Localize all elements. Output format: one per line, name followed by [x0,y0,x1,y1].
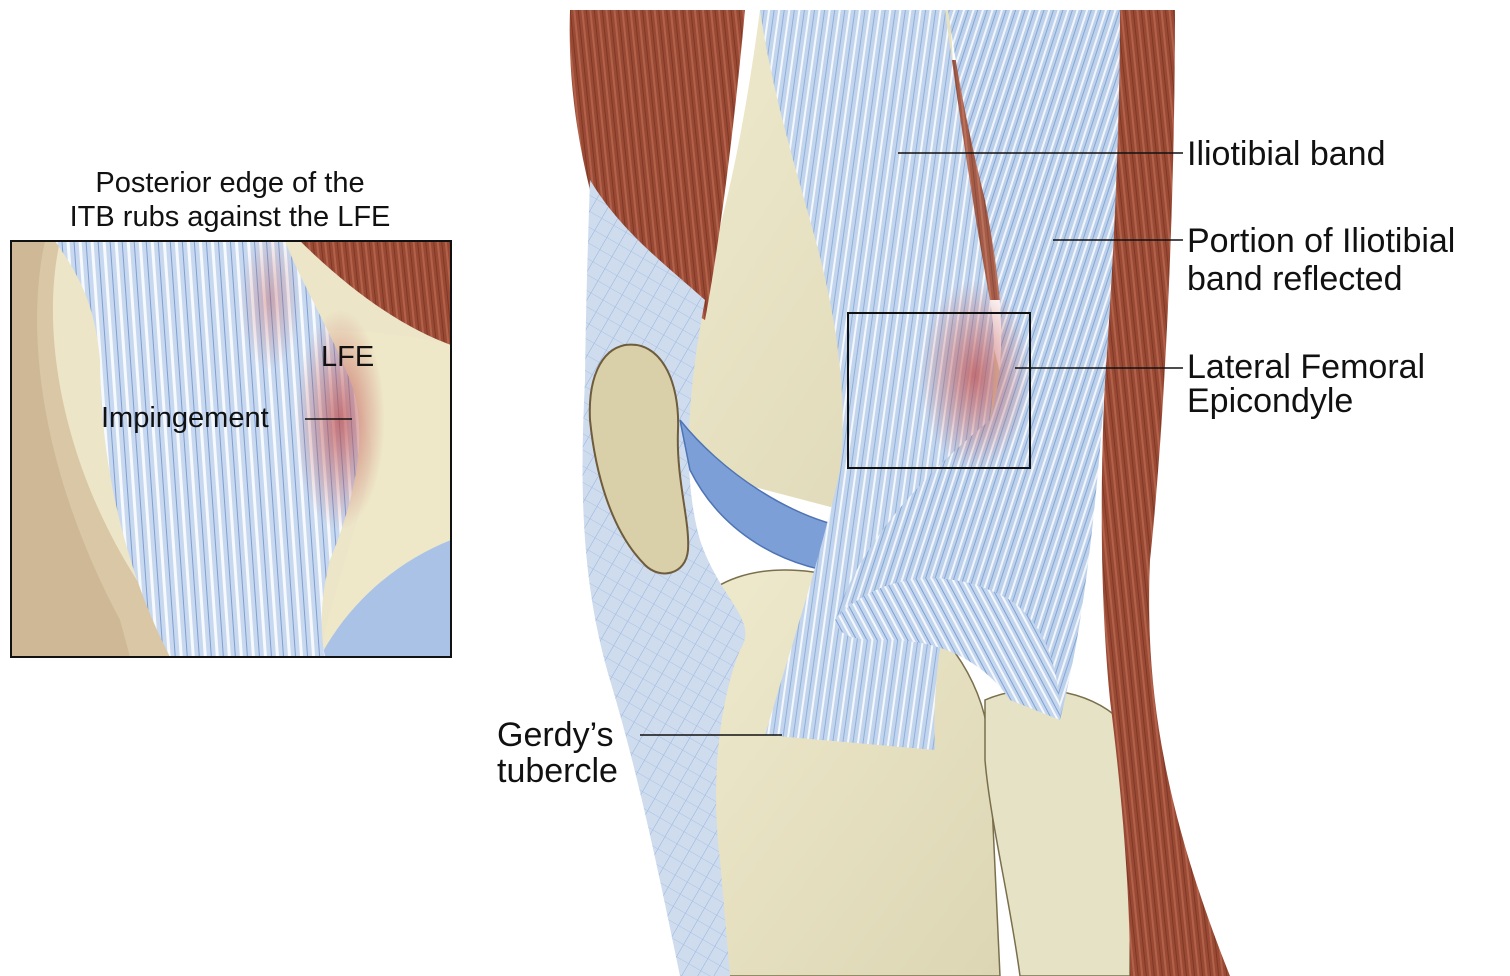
label-reflected-line2: band reflected [1187,260,1455,298]
label-lfe-line2: Epicondyle [1187,384,1425,418]
knee-main-view [570,10,1230,976]
label-gerdy-line2: tubercle [497,753,618,789]
fibula [985,690,1131,976]
inset-zoom-panel [11,230,451,657]
label-lfe-line1: Lateral Femoral [1187,350,1425,384]
inset-label-lfe: LFE [321,341,374,373]
inset-caption-line1: Posterior edge of the [40,166,420,200]
inset-label-impingement: Impingement [101,402,269,434]
lfe-inflammation [920,280,1030,470]
inset-caption: Posterior edge of the ITB rubs against t… [40,166,420,234]
label-gerdy-line1: Gerdy’s [497,717,618,753]
label-reflected-band: Portion of Iliotibial band reflected [1187,222,1455,298]
label-gerdys-tubercle: Gerdy’s tubercle [497,717,618,789]
label-iliotibial-band: Iliotibial band [1187,135,1385,173]
label-lateral-femoral-epicondyle: Lateral Femoral Epicondyle [1187,350,1425,418]
label-reflected-line1: Portion of Iliotibial [1187,222,1455,260]
inset-caption-line2: ITB rubs against the LFE [40,200,420,234]
